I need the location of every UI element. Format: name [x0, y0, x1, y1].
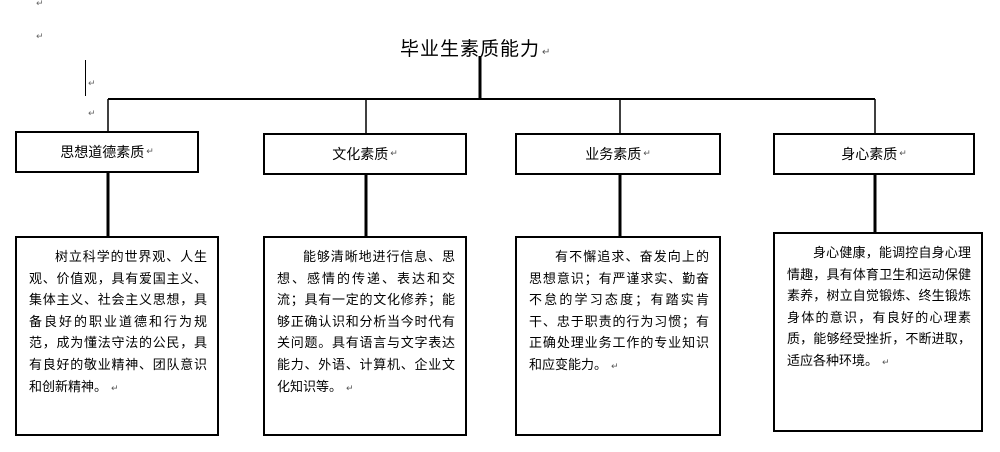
category-description-text: 身心健康，能调控自身心理情趣，具有体育卫生和运动保健素养，树立自觉锻炼、终生锻炼…	[787, 246, 971, 369]
category-heading-box: 思想道德素质↵	[15, 131, 199, 173]
category-description-box: 能够清晰地进行信息、思想、感情的传递、表达和交流；具有一定的文化修养；能够正确认…	[263, 236, 467, 436]
paragraph-mark: ↵	[111, 383, 119, 394]
paragraph-mark: ↵	[390, 149, 398, 159]
text-cursor	[85, 60, 86, 96]
category-description-box: 身心健康，能调控自身心理情趣，具有体育卫生和运动保健素养，树立自觉锻炼、终生锻炼…	[773, 232, 983, 432]
category-heading-box: 业务素质↵	[515, 133, 721, 175]
paragraph-mark: ↵	[36, 0, 44, 9]
category-heading-box: 身心素质↵	[773, 133, 975, 175]
paragraph-mark: ↵	[882, 357, 890, 368]
diagram-title-text: 毕业生素质能力	[400, 38, 541, 60]
diagram-title: 毕业生素质能力↵	[400, 34, 551, 61]
paragraph-mark: ↵	[611, 361, 619, 372]
paragraph-mark: ↵	[36, 32, 44, 42]
category-heading-text: 身心素质	[841, 147, 898, 163]
category-description-text: 能够清晰地进行信息、思想、感情的传递、表达和交流；具有一定的文化修养；能够正确认…	[277, 250, 455, 395]
paragraph-mark: ↵	[146, 147, 154, 157]
category-description-text: 有不懈追求、奋发向上的思想意识；有严谨求实、勤奋不怠的学习态度；有踏实肯干、忠于…	[529, 250, 709, 373]
category-description-text: 树立科学的世界观、人生观、价值观，具有爱国主义、集体主义、社会主义思想，具备良好…	[29, 250, 207, 395]
category-heading-box: 文化素质↵	[263, 133, 467, 175]
paragraph-mark: ↵	[88, 79, 96, 89]
category-description-box: 有不懈追求、奋发向上的思想意识；有严谨求实、勤奋不怠的学习态度；有踏实肯干、忠于…	[515, 236, 721, 436]
paragraph-mark: ↵	[346, 383, 354, 394]
category-description-box: 树立科学的世界观、人生观、价值观，具有爱国主义、集体主义、社会主义思想，具备良好…	[15, 236, 219, 436]
category-heading-text: 业务素质	[585, 147, 642, 163]
paragraph-mark: ↵	[542, 47, 552, 58]
category-heading-text: 文化素质	[332, 147, 389, 163]
paragraph-mark: ↵	[88, 109, 96, 119]
paragraph-mark: ↵	[643, 149, 651, 159]
category-heading-text: 思想道德素质	[60, 145, 145, 161]
paragraph-mark: ↵	[899, 149, 907, 159]
